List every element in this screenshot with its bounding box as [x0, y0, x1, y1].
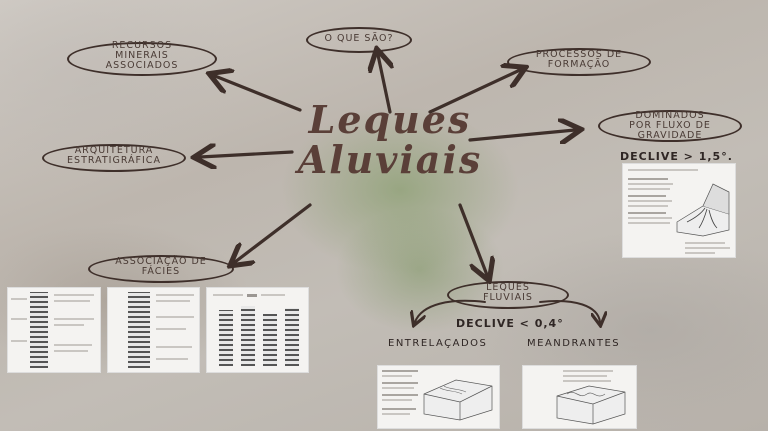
recursos-ellipse	[67, 42, 217, 76]
processos-ellipse	[507, 48, 651, 76]
arrow-to-processos	[428, 70, 520, 114]
fluviais-ellipse	[447, 281, 569, 309]
node-oque[interactable]: O QUE SÃO?	[324, 33, 394, 44]
node-associacao[interactable]: ASSOCIAÇÃO DE FÁCIES	[115, 256, 207, 277]
arrow-to-fluviais	[458, 203, 487, 275]
meandering-block-drawing	[556, 385, 626, 425]
arrow-to-arquitetura	[200, 152, 294, 157]
node-fluviais[interactable]: LEQUES FLUVIAIS	[483, 282, 533, 303]
node-dominados[interactable]: DOMINADOS POR FLUXO DE GRAVIDADE	[629, 110, 711, 141]
title-line-2: Aluviais	[297, 137, 483, 182]
declive-gravity-label: DECLIVE > 1,5°.	[620, 150, 733, 163]
arrow-to-oque	[378, 55, 390, 114]
facies-log-2	[107, 287, 200, 373]
gravity-fan-diagram	[622, 163, 736, 258]
node-processos[interactable]: PROCESSOS DE FORMAÇÃO	[535, 49, 623, 70]
facies-log-3	[206, 287, 309, 373]
meandering-river-diagram	[522, 365, 637, 429]
central-title: Leques Aluviais	[290, 100, 490, 180]
braided-block-drawing	[423, 379, 493, 421]
title-line-1: Leques	[308, 97, 472, 142]
arrow-to-recursos	[215, 76, 302, 112]
arrow-to-dominados	[468, 130, 575, 140]
oque-ellipse	[306, 27, 412, 53]
node-recursos[interactable]: RECURSOS MINERAIS ASSOCIADOS	[105, 40, 179, 71]
declive-fluvial-label: DECLIVE < 0,4°	[456, 317, 564, 330]
associacao-ellipse	[88, 255, 234, 283]
entrelacados-label: ENTRELAÇADOS	[388, 338, 488, 349]
fan-block-drawing	[676, 183, 730, 237]
node-arquitetura[interactable]: ARQUITETURA ESTRATIGRÁFICA	[67, 145, 161, 166]
arrow-to-associacao	[235, 203, 312, 262]
arquitetura-ellipse	[42, 144, 186, 172]
braided-river-diagram	[377, 365, 500, 429]
facies-log-1	[7, 287, 101, 373]
dominados-ellipse	[598, 110, 742, 142]
meandrantes-label: MEANDRANTES	[527, 338, 621, 349]
